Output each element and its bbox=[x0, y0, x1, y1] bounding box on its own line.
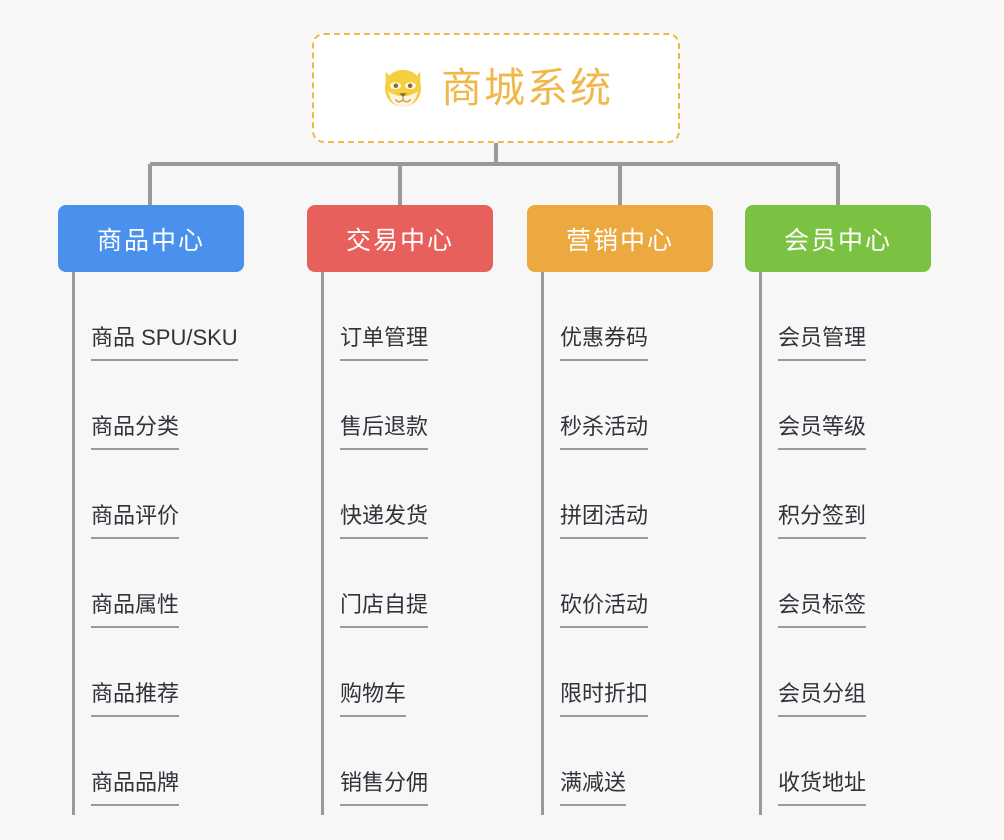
leaf-label: 商品属性 bbox=[91, 594, 180, 628]
leaf-item[interactable]: 收货地址 bbox=[745, 717, 931, 806]
trunk-line-3 bbox=[759, 272, 762, 815]
trunk-line-0 bbox=[72, 272, 75, 815]
leaf-label: 商品评价 bbox=[91, 505, 180, 539]
leaf-label: 销售分佣 bbox=[340, 772, 429, 806]
leaf-item[interactable]: 售后退款 bbox=[307, 361, 493, 450]
leaf-item[interactable]: 商品 SPU/SKU bbox=[58, 272, 244, 361]
leaf-item[interactable]: 会员标签 bbox=[745, 539, 931, 628]
leaf-label: 积分签到 bbox=[778, 505, 867, 539]
leaf-label: 商品品牌 bbox=[91, 772, 180, 806]
leaf-list-3: 会员管理 会员等级 积分签到 会员标签 会员分组 收货地址 bbox=[745, 272, 931, 815]
leaf-list-1: 订单管理 售后退款 快递发货 门店自提 购物车 销售分佣 bbox=[307, 272, 493, 815]
leaf-label: 优惠券码 bbox=[560, 327, 649, 361]
leaf-label: 会员标签 bbox=[778, 594, 867, 628]
category-header-2[interactable]: 营销中心 bbox=[527, 205, 713, 272]
leaf-label: 拼团活动 bbox=[560, 505, 649, 539]
leaf-label: 满减送 bbox=[560, 772, 627, 806]
leaf-item[interactable]: 销售分佣 bbox=[307, 717, 493, 806]
root-node[interactable]: 商城系统 bbox=[312, 33, 680, 143]
leaf-item[interactable]: 积分签到 bbox=[745, 450, 931, 539]
leaf-label: 限时折扣 bbox=[560, 683, 649, 717]
leaf-item[interactable]: 商品分类 bbox=[58, 361, 244, 450]
leaf-item[interactable]: 快递发货 bbox=[307, 450, 493, 539]
leaf-item[interactable]: 会员分组 bbox=[745, 628, 931, 717]
category-column-2: 营销中心 优惠券码 秒杀活动 拼团活动 砍价活动 限时折扣 满减送 bbox=[527, 205, 713, 815]
root-title: 商城系统 bbox=[441, 64, 613, 111]
leaf-item[interactable]: 门店自提 bbox=[307, 539, 493, 628]
category-header-label: 交易中心 bbox=[345, 226, 454, 255]
category-column-1: 交易中心 订单管理 售后退款 快递发货 门店自提 购物车 销售分佣 bbox=[307, 205, 493, 815]
category-header-3[interactable]: 会员中心 bbox=[745, 205, 931, 272]
category-header-label: 会员中心 bbox=[783, 226, 892, 255]
category-header-label: 商品中心 bbox=[96, 226, 205, 255]
leaf-item[interactable]: 订单管理 bbox=[307, 272, 493, 361]
leaf-label: 订单管理 bbox=[340, 327, 429, 361]
leaf-label: 会员分组 bbox=[778, 683, 867, 717]
leaf-label: 砍价活动 bbox=[560, 594, 649, 628]
category-header-0[interactable]: 商品中心 bbox=[58, 205, 244, 272]
leaf-item[interactable]: 砍价活动 bbox=[527, 539, 713, 628]
category-column-0: 商品中心 商品 SPU/SKU 商品分类 商品评价 商品属性 商品推荐 商品品牌 bbox=[58, 205, 244, 815]
leaf-item[interactable]: 商品品牌 bbox=[58, 717, 244, 806]
leaf-label: 会员等级 bbox=[778, 416, 867, 450]
leaf-label: 购物车 bbox=[340, 683, 407, 717]
leaf-label: 秒杀活动 bbox=[560, 416, 649, 450]
category-column-3: 会员中心 会员管理 会员等级 积分签到 会员标签 会员分组 收货地址 bbox=[745, 205, 931, 815]
leaf-item[interactable]: 会员等级 bbox=[745, 361, 931, 450]
leaf-list-2: 优惠券码 秒杀活动 拼团活动 砍价活动 限时折扣 满减送 bbox=[527, 272, 713, 815]
leaf-item[interactable]: 购物车 bbox=[307, 628, 493, 717]
category-header-1[interactable]: 交易中心 bbox=[307, 205, 493, 272]
leaf-label: 门店自提 bbox=[340, 594, 429, 628]
leaf-label: 商品推荐 bbox=[91, 683, 180, 717]
trunk-line-2 bbox=[541, 272, 544, 815]
leaf-label: 售后退款 bbox=[340, 416, 429, 450]
leaf-item[interactable]: 商品属性 bbox=[58, 539, 244, 628]
leaf-item[interactable]: 会员管理 bbox=[745, 272, 931, 361]
leaf-label: 商品分类 bbox=[91, 416, 180, 450]
leaf-item[interactable]: 秒杀活动 bbox=[527, 361, 713, 450]
leaf-item[interactable]: 满减送 bbox=[527, 717, 713, 806]
leaf-label: 快递发货 bbox=[340, 505, 429, 539]
leaf-item[interactable]: 限时折扣 bbox=[527, 628, 713, 717]
leaf-item[interactable]: 商品评价 bbox=[58, 450, 244, 539]
leaf-item[interactable]: 优惠券码 bbox=[527, 272, 713, 361]
leaf-item[interactable]: 拼团活动 bbox=[527, 450, 713, 539]
leaf-list-0: 商品 SPU/SKU 商品分类 商品评价 商品属性 商品推荐 商品品牌 bbox=[58, 272, 244, 815]
trunk-line-1 bbox=[321, 272, 324, 815]
shiba-dog-icon bbox=[385, 70, 421, 107]
leaf-label: 商品 SPU/SKU bbox=[91, 327, 238, 361]
category-header-label: 营销中心 bbox=[565, 226, 674, 255]
leaf-label: 会员管理 bbox=[778, 327, 867, 361]
leaf-label: 收货地址 bbox=[778, 772, 867, 806]
leaf-item[interactable]: 商品推荐 bbox=[58, 628, 244, 717]
